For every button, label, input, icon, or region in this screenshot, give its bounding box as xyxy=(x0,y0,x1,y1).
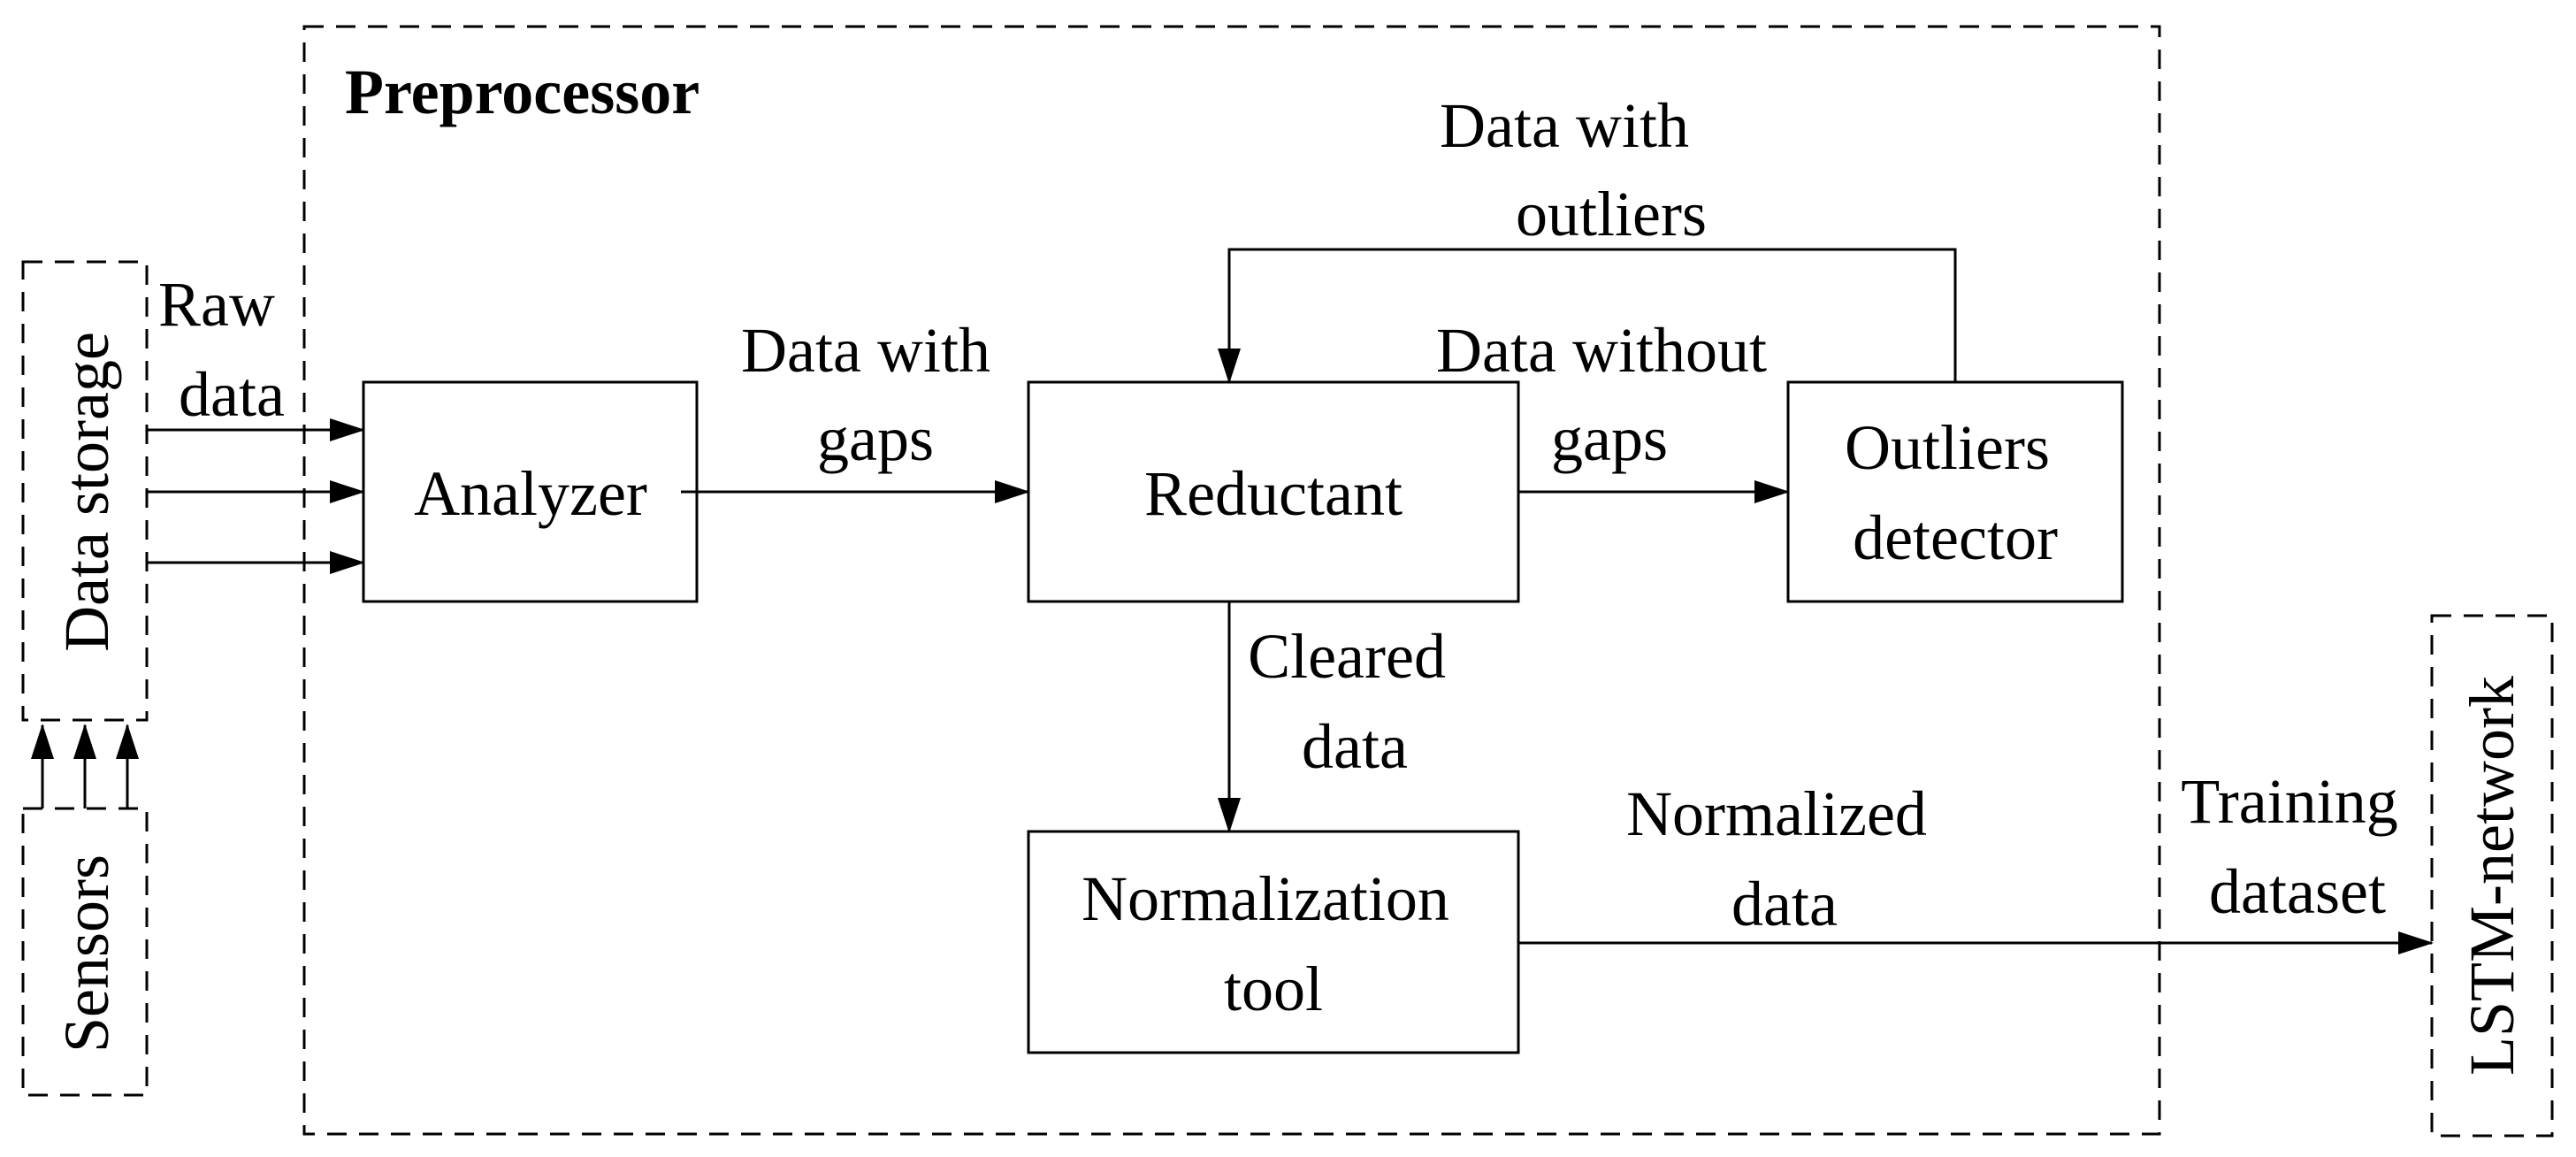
reductant-block xyxy=(1027,380,1520,603)
lstm-network-container xyxy=(2430,614,2554,1138)
normalization-tool-label: Normalization tool xyxy=(1082,863,1465,1024)
data-without-gaps-label: Data without gaps xyxy=(1436,315,1783,474)
data-storage-label: Data storage xyxy=(51,332,122,652)
outliers-detector-block xyxy=(1786,380,2124,603)
preprocessor-region xyxy=(302,25,2161,1136)
cleared-data-label: Cleared data xyxy=(1248,621,1462,782)
data-with-outliers-label: Data with outliers xyxy=(1440,90,1707,249)
sensors-container xyxy=(21,807,149,1097)
data-with-outliers-loop xyxy=(1218,248,1957,384)
sensors-label: Sensors xyxy=(51,854,122,1053)
analyzer-label: Analyzer xyxy=(414,458,647,529)
preprocessor-title: Preprocessor xyxy=(345,57,699,127)
outliers-detector-label: Outliers detector xyxy=(1845,412,2066,573)
normalized-data-label: Normalized data xyxy=(1626,778,1943,939)
lstm-network-label: LSTM-network xyxy=(2457,676,2527,1076)
training-dataset-label: Training dataset xyxy=(2181,766,2413,927)
data-with-gaps-label: Data with gaps xyxy=(741,315,1006,474)
raw-data-label: Raw data xyxy=(158,269,291,430)
reductant-label: Reductant xyxy=(1144,458,1403,529)
normalization-tool-block xyxy=(1027,830,1520,1054)
